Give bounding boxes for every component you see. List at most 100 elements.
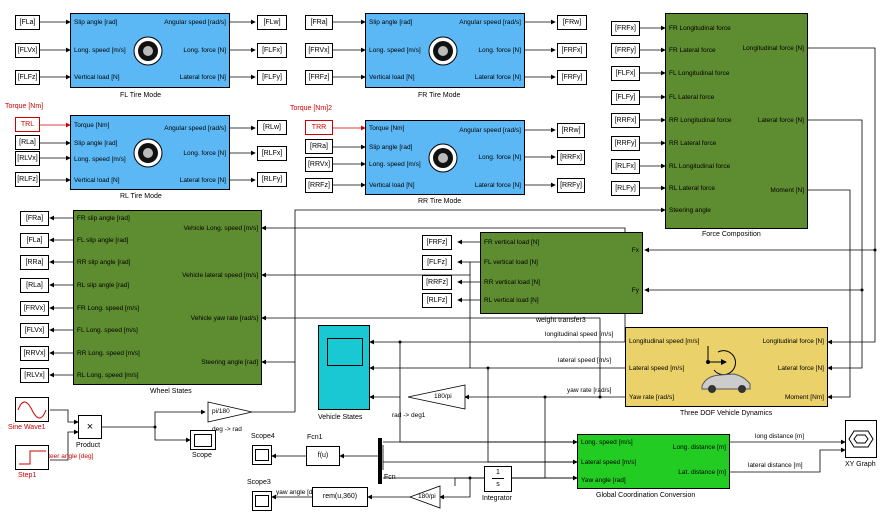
tire-icon xyxy=(428,143,458,173)
goto-tag: [RRFy] xyxy=(557,178,585,193)
goto-tag: [FLFz] xyxy=(422,255,452,270)
gain-rad-to-deg-2[interactable]: 180/pi xyxy=(418,493,436,500)
ws-out: RL Long. speed [m/s] xyxy=(77,372,139,379)
fc-out: Lateral force [N] xyxy=(757,117,804,124)
weight-transfer-block[interactable]: FR vertical load [N] FL vertical load [N… xyxy=(480,232,643,314)
rr-tire-block[interactable]: Torque [Nm] Slip angle [rad] Long. speed… xyxy=(365,120,525,195)
vehicle-dynamics-block[interactable]: Longitudinal speed [m/s] Lateral speed [… xyxy=(625,327,828,407)
tire-icon xyxy=(133,36,163,66)
product-block[interactable]: × xyxy=(78,415,102,439)
dyn-out: Lateral speed [m/s] xyxy=(629,365,685,372)
goto-tag: [RRVx] xyxy=(20,346,49,361)
wt-out: FR vertical load [N] xyxy=(484,239,540,246)
fr-in-1: Slip angle [rad] xyxy=(369,19,413,26)
fr-caption: FR Tire Mode xyxy=(418,92,461,99)
scope4-block[interactable] xyxy=(252,445,272,465)
signal-label: lateral distance [m] xyxy=(748,462,803,469)
ws-out: RR slip angle [rad] xyxy=(77,259,131,266)
fr-out-3: Lateral force [N] xyxy=(474,74,521,81)
step-icon xyxy=(19,450,46,465)
scope-caption: Scope xyxy=(192,452,212,459)
scope3-block[interactable] xyxy=(252,491,272,511)
signal-label: yaw rate [rad/s] xyxy=(567,387,612,394)
rr-caption: RR Tire Mode xyxy=(418,198,462,205)
goto-tag: [RRFz] xyxy=(422,275,452,290)
force-composition-block[interactable]: FR Longitudinal force FR Lateral force F… xyxy=(665,13,808,229)
fl-in-1: Slip angle [rad] xyxy=(74,19,118,26)
goto-tag: [RLVx] xyxy=(20,368,49,383)
ws-in: Vehicle yaw rate [rad/s] xyxy=(190,315,258,322)
goto-tag: [FLVx] xyxy=(20,323,49,338)
wt-out: RR vertical load [N] xyxy=(484,279,540,286)
wt-caption: weight transfer3 xyxy=(536,317,586,324)
from-tag: [FLFy] xyxy=(611,90,640,105)
from-tag: [RLFx] xyxy=(611,159,640,174)
goto-tag: [RLFz] xyxy=(422,293,452,308)
gain-rad-to-deg[interactable]: 180/pi xyxy=(434,393,452,400)
fcn1-caption: Fcn1 xyxy=(307,434,323,441)
rl-in-3: Long. speed [m/s] xyxy=(74,156,126,163)
fr-in-3: Vertical load [N] xyxy=(369,74,415,81)
fc-in: RL Lateral force xyxy=(669,185,716,192)
rr-in-1: Torque [Nm] xyxy=(369,125,405,132)
fr-in-2: Long. speed [m/s] xyxy=(369,47,421,54)
fc-in: RR Lateral force xyxy=(669,140,717,147)
dyn-in: Moment [Nm] xyxy=(784,394,824,401)
gc-out: Lat. distance [m] xyxy=(678,469,726,476)
rr-in-2: Slip angle [rad] xyxy=(369,144,413,151)
goto-tag: [RRa] xyxy=(20,255,49,270)
goto-tag: [FLFx] xyxy=(257,43,287,58)
dyn-in: Lateral force [N] xyxy=(777,365,824,372)
signal-label: rad -> deg1 xyxy=(392,412,426,419)
rl-out-2: Long. force [N] xyxy=(183,150,226,157)
vehicle-states-scope[interactable] xyxy=(318,325,370,410)
integrator-den: s xyxy=(496,481,500,488)
scope-screen-icon xyxy=(327,338,363,366)
rem-block[interactable]: rem(u,360) xyxy=(312,487,368,507)
vehicle-states-caption: Vehicle States xyxy=(318,414,363,421)
scope-block[interactable] xyxy=(190,430,216,450)
step-block[interactable] xyxy=(15,445,49,470)
gain-deg-to-rad[interactable]: pi/180 xyxy=(212,408,230,415)
rl-in-2: Slip angle [rad] xyxy=(74,140,118,147)
ws-out: FL slip angle [rad] xyxy=(77,237,129,244)
ws-out: FL Long. speed [m/s] xyxy=(77,327,138,334)
from-tag: [FLVx] xyxy=(15,43,40,58)
global-coordination-block[interactable]: Long. speed [m/s] Lateral speed [m/s] Ya… xyxy=(577,434,730,489)
ws-in: Vehicle lateral speed [m/s] xyxy=(182,272,258,279)
rl-torque-label: Torque [Nm] xyxy=(5,103,44,110)
car-icon xyxy=(701,346,751,393)
goto-tag: [FRa] xyxy=(20,211,49,226)
sine-caption: Sine Wave1 xyxy=(8,424,46,431)
fcn1-block[interactable]: f(u) xyxy=(306,446,340,466)
rr-in-3: Long. speed [m/s] xyxy=(369,161,421,168)
from-tag: [RRFx] xyxy=(611,113,640,128)
fcn-caption: Fcn xyxy=(384,474,396,481)
tire-icon xyxy=(428,36,458,66)
sine-wave-block[interactable] xyxy=(15,397,49,422)
wheel-states-block[interactable]: FR slip angle [rad] FL slip angle [rad] … xyxy=(73,210,262,385)
ws-out: FR slip angle [rad] xyxy=(77,215,130,222)
goto-tag: [FLFy] xyxy=(257,70,287,85)
goto-tag: [FLa] xyxy=(20,233,49,248)
rl-tire-block[interactable]: Torque [Nm] Slip angle [rad] Long. speed… xyxy=(70,115,230,190)
from-tag-torque: TRL xyxy=(15,117,40,132)
signal-label: yaw angle [deg] xyxy=(276,489,322,496)
goto-tag: [FRVx] xyxy=(20,301,49,316)
gc-caption: Global Coordination Conversion xyxy=(596,492,696,499)
goto-tag: [RLa] xyxy=(20,278,49,293)
fl-tire-block[interactable]: Slip angle [rad] Long. speed [m/s] Verti… xyxy=(70,13,230,88)
xy-graph-block[interactable] xyxy=(845,420,877,458)
fr-tire-block[interactable]: Slip angle [rad] Long. speed [m/s] Verti… xyxy=(365,13,525,88)
integrator-block[interactable]: 1 s xyxy=(484,466,512,492)
signal-label: long distance [m] xyxy=(755,433,805,440)
from-tag: [FRFy] xyxy=(611,43,640,58)
from-tag: [FRa] xyxy=(305,15,333,30)
rl-caption: RL Tire Mode xyxy=(120,193,162,200)
from-tag: [RRa] xyxy=(305,139,333,154)
fc-out: Longitudinal force [N] xyxy=(742,45,804,52)
rl-in-1: Torque [Nm] xyxy=(74,122,110,129)
fc-in: RR Longitudinal force xyxy=(669,117,732,124)
fc-in: FR Lateral force xyxy=(669,47,716,54)
scope4-caption: Scope4 xyxy=(251,433,275,440)
